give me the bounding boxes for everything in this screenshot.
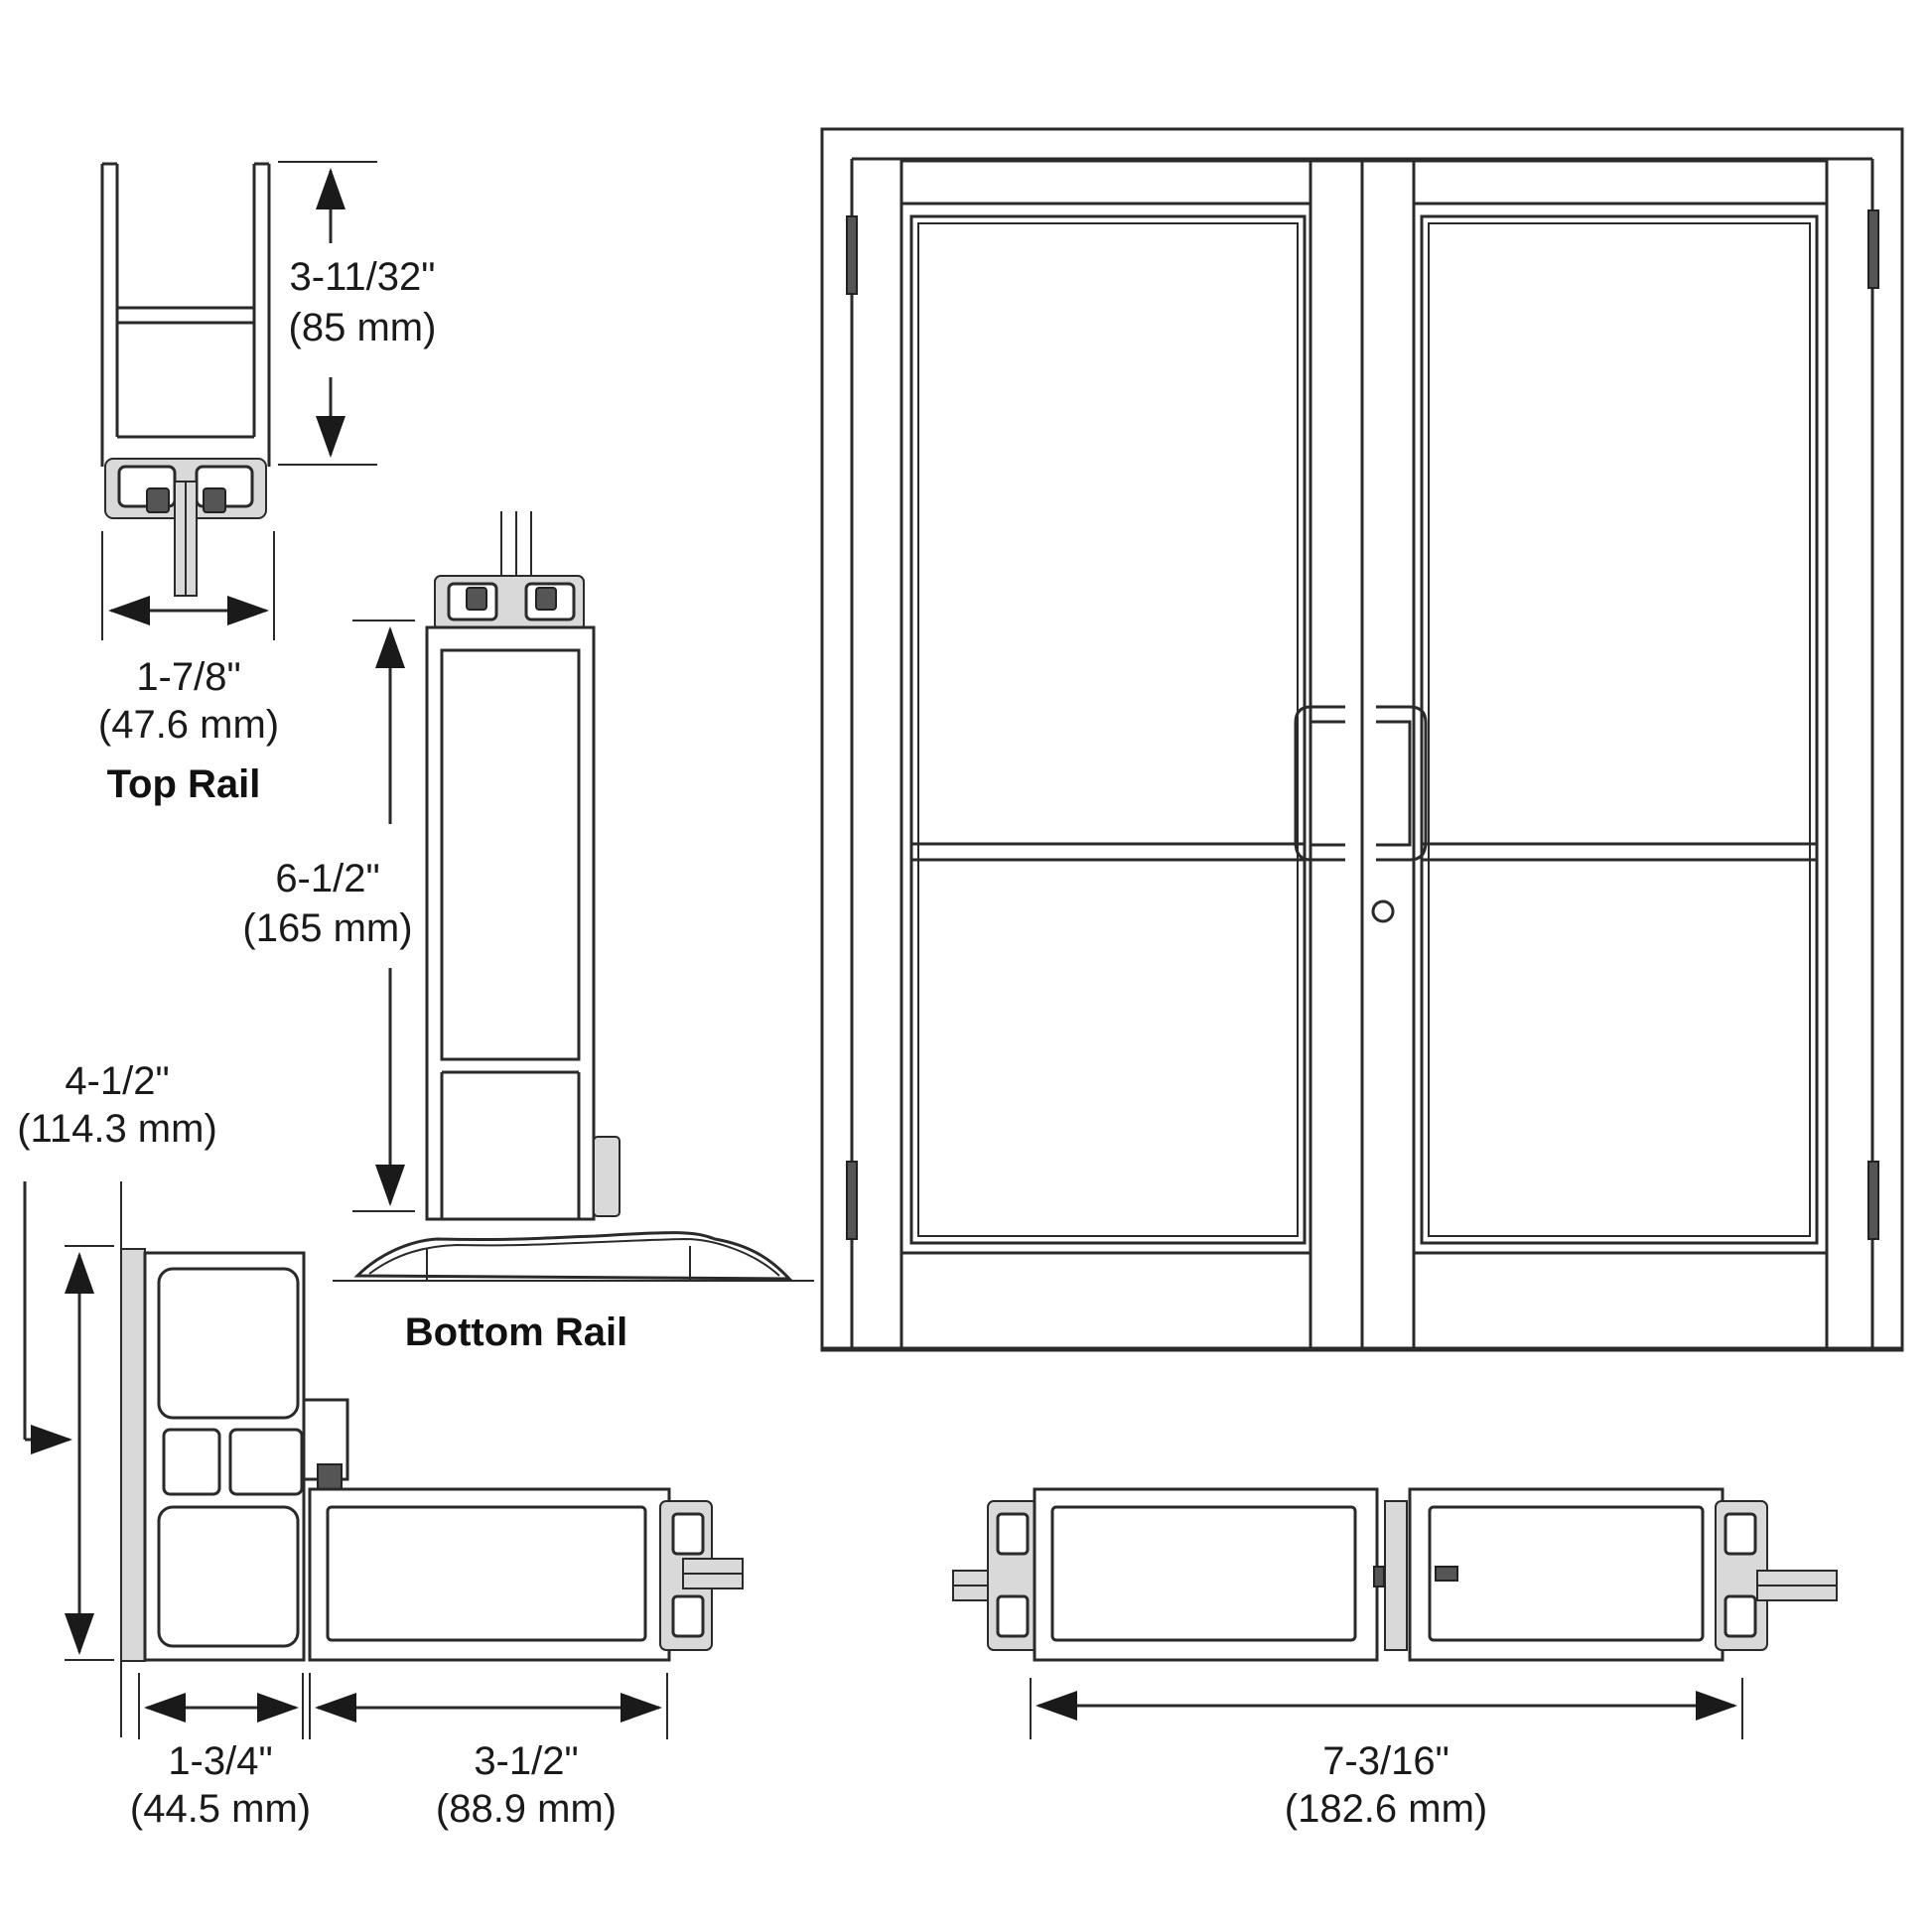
stile-width-in: 3-1/2": [474, 1739, 578, 1783]
top-rail-height-mm: (85 mm): [289, 306, 437, 349]
frame-width-in: 1-3/4": [168, 1739, 272, 1783]
top-rail-title: Top Rail: [107, 762, 261, 806]
top-rail-width-mm: (47.6 mm): [98, 703, 279, 747]
hinge-bottom-right: [1867, 1161, 1879, 1240]
lock-cylinder: [1371, 899, 1395, 923]
frame-width-mm: (44.5 mm): [130, 1787, 311, 1831]
hinge-top-right: [1867, 209, 1879, 289]
right-door-leaf: [1412, 159, 1829, 1352]
jamb-section-detail: [23, 1181, 744, 1739]
bottom-rail-height-mm: (165 mm): [242, 906, 412, 950]
meeting-stile-detail: [952, 1487, 1838, 1739]
double-door-elevation: [820, 127, 1904, 1352]
top-rail-height-in: 3-11/32": [290, 255, 436, 299]
hinge-bottom-left: [846, 1161, 858, 1240]
meeting-stile-width-in: 7-3/16": [1322, 1739, 1449, 1783]
left-door-leaf: [899, 159, 1312, 1352]
bottom-rail-title: Bottom Rail: [405, 1311, 627, 1354]
hinge-top-left: [846, 215, 858, 295]
top-rail-width-in: 1-7/8": [136, 655, 240, 699]
jamb-overall-mm: (114.3 mm): [17, 1107, 217, 1151]
left-pull-handle: [1294, 705, 1345, 862]
jamb-overall-in: 4-1/2": [65, 1059, 169, 1103]
bottom-rail-height-in: 6-1/2": [275, 857, 379, 900]
stile-width-mm: (88.9 mm): [436, 1787, 617, 1831]
top-rail-detail: [100, 161, 377, 640]
bottom-rail-detail: [333, 511, 814, 1282]
meeting-stile-width-mm: (182.6 mm): [1285, 1787, 1488, 1831]
right-pull-handle: [1376, 705, 1428, 862]
